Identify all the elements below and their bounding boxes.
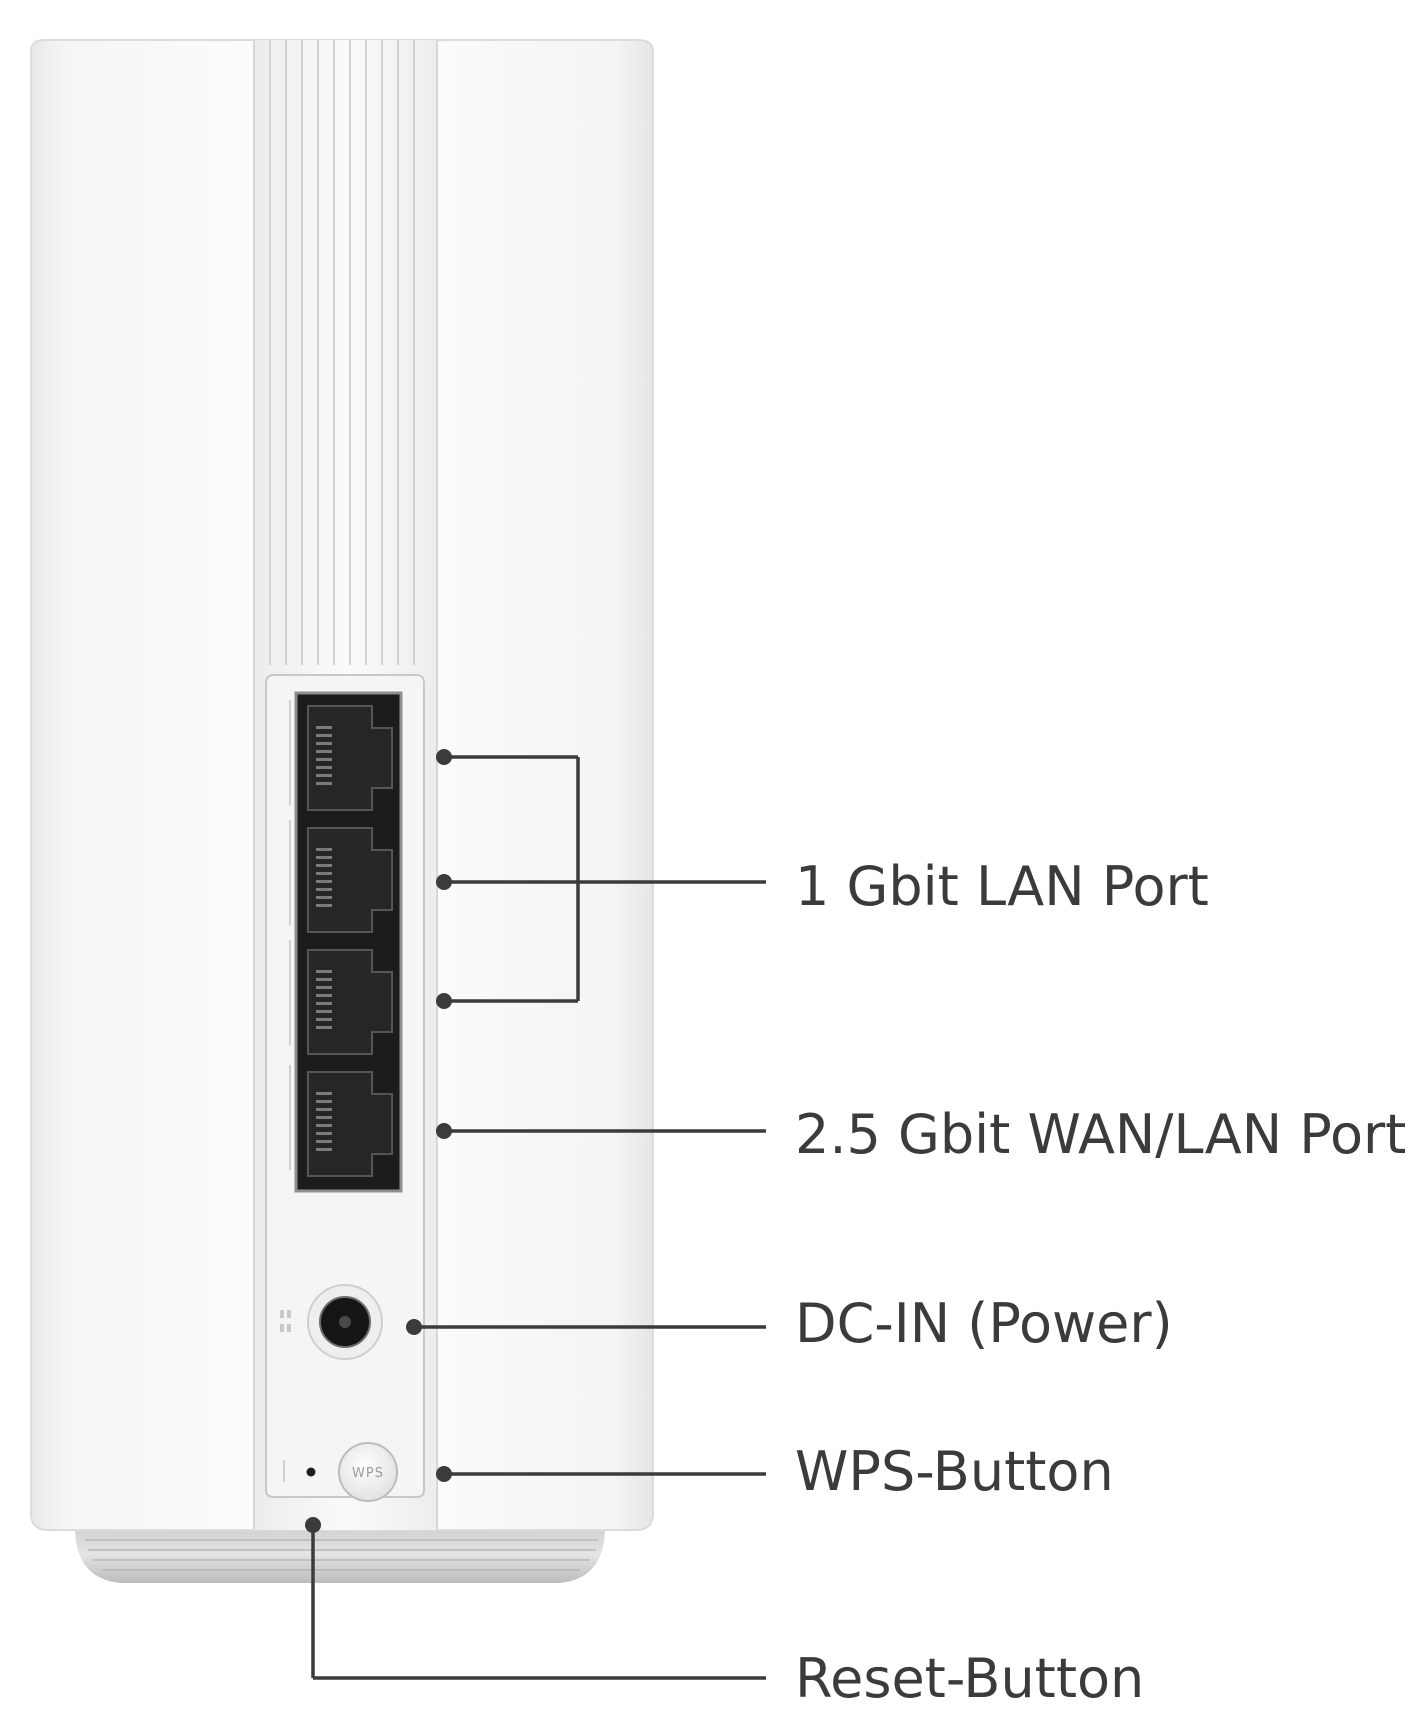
leader-dots: [305, 749, 452, 1533]
wps-button-label: WPS-Button: [795, 1440, 1114, 1503]
dc-in-label: DC-IN (Power): [795, 1292, 1173, 1355]
wan-port-dot: [436, 1123, 452, 1139]
dc-in-dot: [406, 1319, 422, 1335]
lan-port-label: 1 Gbit LAN Port: [795, 855, 1209, 918]
lan-port-2-dot: [436, 874, 452, 890]
wps-dot: [436, 1466, 452, 1482]
lan-port-1-dot: [436, 749, 452, 765]
base-vent: [74, 1525, 606, 1583]
wps-button: WPS: [338, 1442, 398, 1502]
lan-port-socket: [307, 949, 393, 1055]
reset-dot: [305, 1517, 321, 1533]
leader-lines: [311, 755, 766, 1680]
wps-key-text: WPS: [352, 1466, 384, 1481]
reset-hole: [283, 1460, 316, 1482]
wan-lan-port-label: 2.5 Gbit WAN/LAN Port: [795, 1103, 1407, 1166]
port-panel: WPS: [265, 674, 425, 1502]
wan-lan-port-socket: [307, 1071, 393, 1177]
reset-button-label: Reset-Button: [795, 1647, 1145, 1710]
lan-port-socket: [307, 827, 393, 933]
dc-in-jack: [280, 1284, 383, 1360]
lan-port-3-dot: [436, 993, 452, 1009]
lan-port-socket: [307, 705, 393, 811]
